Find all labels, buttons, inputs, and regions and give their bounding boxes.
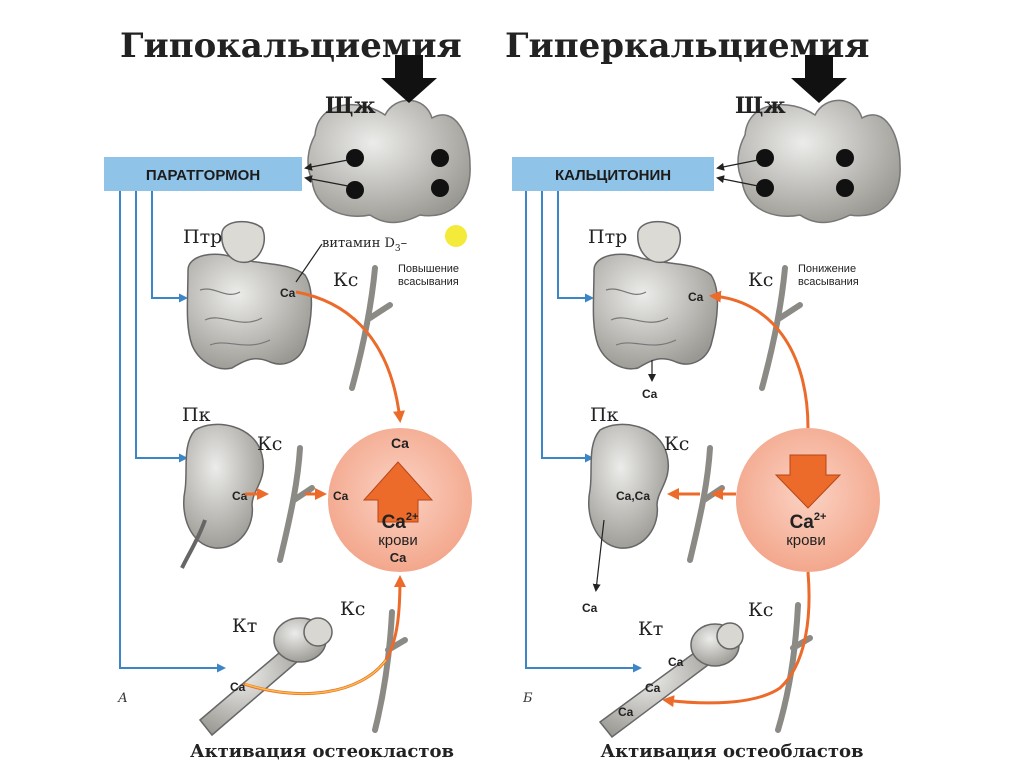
- kidney-out-ca-right: Ca: [582, 601, 598, 615]
- left-panel: Гипокальциемия Щж ПАРАТГОРМОН Пт: [104, 26, 472, 762]
- gland-label-left: Щж: [325, 93, 376, 119]
- kidney-left: [182, 424, 263, 568]
- bone-right: [600, 623, 743, 737]
- vessel-label-left-3: Кс: [340, 598, 365, 620]
- bone-left: [200, 618, 332, 735]
- intestine-ca-left: Ca: [280, 286, 296, 300]
- circle-blood-right: крови: [786, 532, 826, 549]
- caption-right: Активация остеобластов: [600, 741, 863, 762]
- vessel-right-2: [690, 448, 722, 560]
- absorption-left-2: всасывания: [398, 276, 459, 288]
- circle-side-ca-left: Ca: [333, 489, 349, 503]
- gland-label-right: Щж: [735, 93, 786, 119]
- panel-letter-right: Б: [522, 691, 533, 706]
- circle-blood-left: крови: [378, 532, 418, 549]
- intestine-label-right: Птр: [588, 226, 627, 248]
- intestine-out-ca-right: Ca: [642, 387, 658, 401]
- bone-ca-right-1: Ca: [668, 655, 684, 669]
- hormone-label-right: КАЛЬЦИТОНИН: [555, 167, 671, 184]
- kidney-label-left: Пк: [182, 404, 211, 426]
- absorption-left-1: Повышение: [398, 263, 459, 275]
- vessel-label-left-2: Кс: [257, 433, 282, 455]
- kidney-ca-right: Ca,Ca: [616, 489, 650, 503]
- bone-label-left: Кт: [232, 615, 257, 637]
- bone-ca-right-2: Ca: [645, 681, 661, 695]
- vessel-left-2: [280, 448, 312, 560]
- vessel-label-left-1: Кс: [333, 269, 358, 291]
- kidney-ca-left: Ca: [232, 489, 248, 503]
- kidney-label-right: Пк: [590, 404, 619, 426]
- circle-top-left: Ca: [391, 435, 409, 451]
- right-panel: Гиперкальциемия Щж КАЛЬЦИТОНИН Птр Ca Ca: [505, 26, 900, 762]
- absorption-right-2: всасывания: [798, 276, 859, 288]
- vessel-label-right-2: Кс: [664, 433, 689, 455]
- bone-label-right: Кт: [638, 618, 663, 640]
- hormone-label-left: ПАРАТГОРМОН: [146, 167, 260, 184]
- vessel-label-right-1: Кс: [748, 269, 773, 291]
- panel-letter-left: А: [117, 691, 128, 706]
- intestine-label-left: Птр: [183, 226, 222, 248]
- vitamin-label: витамин D3–: [322, 236, 407, 254]
- bone-ca-left: Ca: [230, 680, 246, 694]
- bone-ca-right-3: Ca: [618, 705, 634, 719]
- intestine-ca-right: Ca: [688, 290, 704, 304]
- vessel-left-3: [375, 612, 405, 730]
- caption-left: Активация остеокластов: [190, 741, 454, 762]
- absorption-right-1: Понижение: [798, 263, 856, 275]
- circle-bottom-left: Ca: [390, 550, 407, 565]
- kidney-right: [589, 424, 669, 590]
- vitamin-d3-dot: [445, 225, 467, 247]
- vessel-label-right-3: Кс: [748, 599, 773, 621]
